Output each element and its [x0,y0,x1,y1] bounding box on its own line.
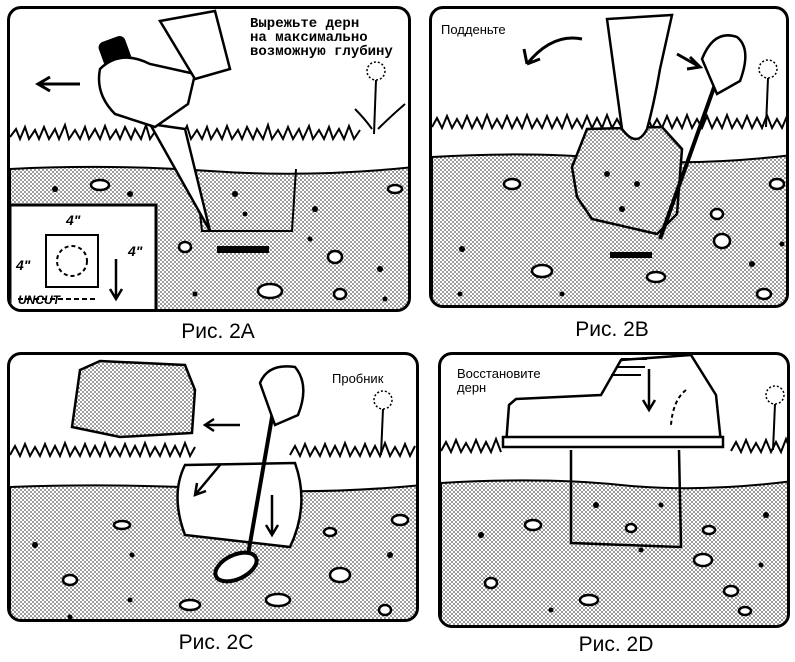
inset-left-dim: 4" [16,257,30,273]
caption-2c: Рис. 2С [116,631,316,655]
buried-target [217,246,269,253]
caption-2b: Рис. 2В [512,318,712,342]
label-line-3: возможную глубину [250,45,393,59]
flower-head [759,60,777,78]
flower-head [766,386,784,404]
panel-2d-drawing [441,355,790,628]
grass-line [10,443,415,456]
label-line-2: дерн [457,381,541,395]
cut-outline [195,169,296,231]
inset-top-dim: 4" [66,212,80,228]
panel-2b-label: Подденьте [441,23,506,37]
caption-2a: Рис. 2А [118,320,318,344]
panel-2a-label: Вырежьте дерн на максимально возможную г… [250,17,393,59]
boot-sole [503,437,723,447]
hand [99,58,195,127]
flower-head [374,391,392,409]
buried-target [610,252,652,258]
hand-c [260,366,303,425]
flower-stem [355,80,405,134]
inset-note: UNCUT [18,293,60,307]
panel-2d-label: Восстановите дерн [457,367,541,395]
caption-2d: Рис. 2D [516,633,716,657]
panel-2c: Пробник [7,352,419,622]
hole [178,463,302,547]
soil-layer [441,480,790,628]
flower-head [367,62,385,80]
lifted-plug [72,361,195,437]
panel-2d: Восстановите дерн [438,352,790,628]
label-line-1: Вырежьте дерн [250,17,393,31]
label-line-2: на максимально [250,31,393,45]
curved-arrow [524,38,582,64]
panel-2c-drawing [10,355,419,622]
grass-line [432,115,789,128]
panel-2c-label: Пробник [332,372,383,386]
hand-probe [702,35,745,94]
arrow-left [38,77,80,91]
label-line-1: Восстановите [457,367,541,381]
arrow-left-c [205,419,240,431]
panel-2b-drawing [432,9,789,308]
arrow-right [677,54,700,69]
inset-right-dim: 4" [128,243,142,259]
panel-2a: Вырежьте дерн на максимально возможную г… [7,6,411,312]
panel-2b: Подденьте [429,6,789,308]
flower-stem [766,78,768,127]
